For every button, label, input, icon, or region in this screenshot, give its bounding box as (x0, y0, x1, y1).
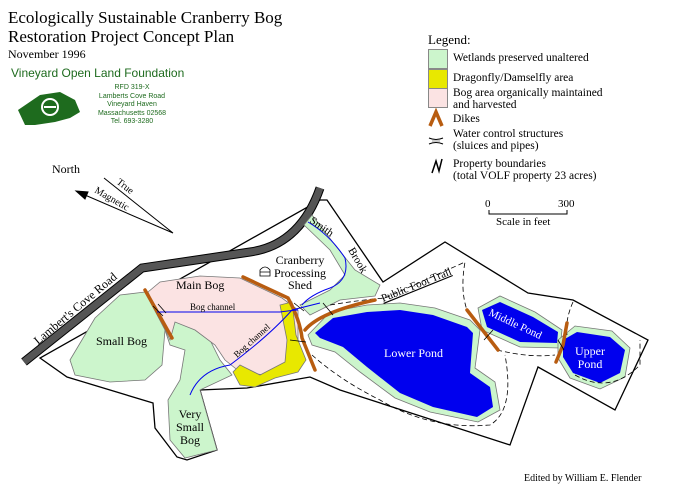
water-control-icon (428, 137, 444, 145)
address-line: Vineyard Haven (107, 101, 157, 108)
dikes-icon (428, 107, 444, 127)
water-control-structures (152, 302, 565, 351)
legend-property: Property boundaries(total VOLF property … (453, 158, 597, 182)
label-line: Upper (575, 344, 605, 358)
shed-icon (259, 266, 271, 277)
scale-max: 300 (558, 198, 575, 210)
legend-property-line1: Property boundaries (453, 158, 546, 170)
smith-brook (301, 221, 347, 306)
legend-water-line1: Water control structures (453, 128, 564, 140)
bog-channel (189, 302, 321, 396)
small-bog (69, 291, 166, 383)
public-foot-trail (311, 261, 641, 427)
legend-wetlands: Wetlands preserved unaltered (453, 52, 589, 64)
label-line: Cranberry (275, 253, 325, 267)
address-line: RFD 319-X (114, 84, 150, 91)
property-boundary-icon (431, 158, 443, 174)
label-line: Very (178, 407, 202, 421)
title-line-1: Ecologically Sustainable Cranberry Bog (8, 8, 283, 27)
bog-channel-label: Bog channel (190, 302, 236, 312)
bog-swatch (428, 88, 448, 108)
date: November 1996 (8, 47, 86, 61)
upper-pond (563, 332, 625, 383)
org-name: Vineyard Open Land Foundation (11, 66, 185, 80)
legend-water-line2: (sluices and pipes) (453, 140, 539, 152)
address-line: Lamberts Cove Road (98, 92, 166, 100)
volf-logo (18, 92, 80, 125)
legend-dikes: Dikes (453, 113, 480, 125)
dragonfly-swatch (428, 69, 448, 89)
compass-arrows (74, 177, 174, 234)
wetlands-swatch (428, 49, 448, 69)
small-bog-label: Small Bog (96, 334, 148, 348)
dikes (143, 275, 569, 372)
label-line: Small (175, 420, 204, 434)
scale-min: 0 (485, 198, 491, 210)
legend-property-line2: (total VOLF property 23 acres) (453, 170, 597, 182)
true-north-label: True (114, 177, 136, 197)
address-line: Tel. 693-3280 (110, 118, 154, 125)
legend-dragonfly: Dragonfly/Damselfly area (453, 72, 574, 84)
middle-pond (482, 302, 558, 343)
legend-bog-line2: and harvested (453, 99, 517, 111)
title-line-2: Restoration Project Concept Plan (8, 27, 235, 46)
label-line: Bog (179, 433, 200, 447)
main-bog-label: Main Bog (176, 278, 225, 292)
credit: Edited by William E. Flender (524, 473, 642, 484)
legend-water-control: Water control structures(sluices and pip… (453, 128, 563, 152)
dragonfly-area (232, 301, 307, 388)
label-line: Processing (274, 265, 326, 280)
legend-heading: Legend: (428, 32, 471, 47)
scale-bar (488, 210, 568, 215)
address-line: Massachusetts 02568 (97, 109, 167, 117)
north-label: North (52, 162, 80, 176)
lower-pond (315, 310, 493, 417)
org-address: RFD 319-X Lamberts Cove Road Vineyard Ha… (92, 84, 172, 127)
lower-pond-label: Lower Pond (384, 346, 443, 360)
scale-label: Scale in feet (496, 216, 551, 228)
legend-bog-line1: Bog area organically maintained (453, 87, 603, 99)
label-line: Shed (288, 278, 312, 292)
label-line: Pond (577, 356, 603, 371)
